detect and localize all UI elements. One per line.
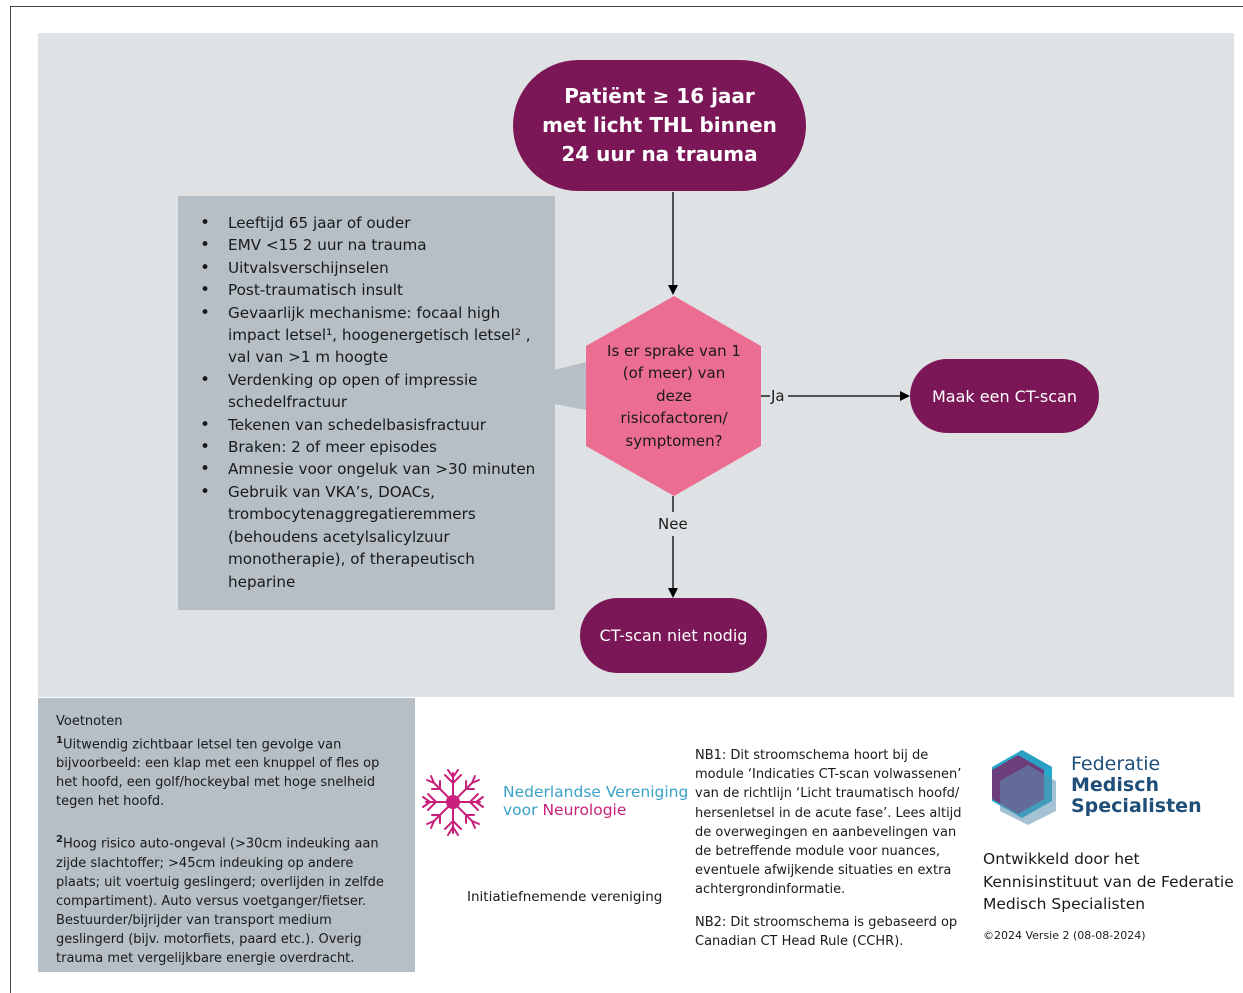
- edge-label-no: Nee: [658, 515, 688, 533]
- developed-by-text: Ontwikkeld door het Kennisinstituut van …: [983, 850, 1234, 913]
- frame-line-left: [10, 6, 11, 993]
- decision-hexagon: [586, 296, 761, 496]
- edge-label-yes: Ja: [771, 387, 785, 405]
- nvn-caption: Initiatiefnemende vereniging: [467, 889, 663, 905]
- footnote-2-marker: 2: [56, 834, 63, 846]
- nvn-neuron-logo-icon: [422, 769, 484, 836]
- nvn-name-line2: voor Neurologie: [503, 801, 688, 819]
- footnote-1-marker: 1: [56, 735, 63, 746]
- nvn-logo-text: Nederlandse Vereniging voor Neurologie: [503, 783, 688, 819]
- risk-factors-box: Leeftijd 65 jaar of ouder EMV <15 2 uur …: [178, 196, 555, 610]
- nvn-name-line2-b: Neurologie: [542, 801, 627, 819]
- risk-factor-item: Braken: 2 of meer episodes: [200, 436, 543, 459]
- copyright-text: ©2024 Versie 2 (08-08-2024): [983, 929, 1146, 942]
- risk-factors-list: Leeftijd 65 jaar of ouder EMV <15 2 uur …: [200, 212, 543, 593]
- risk-factor-item: Gevaarlijk mechanisme: focaal high impac…: [200, 302, 543, 369]
- nvn-name-line1: Nederlandse Vereniging: [503, 783, 689, 801]
- footnote-2: 2Hoog risico auto-ongeval (>30cm indeuki…: [56, 830, 397, 967]
- footnotes-box: Voetnoten 1Uitwendig zichtbaar letsel te…: [38, 698, 415, 972]
- note-nb1: NB1: Dit stroomschema hoort bij de modul…: [695, 748, 962, 898]
- risk-factor-item: Tekenen van schedelbasisfractuur: [200, 414, 543, 437]
- fms-logo-text: Federatie Medisch Specialisten: [1071, 754, 1202, 817]
- risk-factor-item: Uitvalsverschijnselen: [200, 257, 543, 280]
- fms-hexagon-logo-icon: [992, 750, 1056, 825]
- outcome-no-ct-scan: CT-scan niet nodig: [580, 598, 767, 673]
- risk-factor-item: Leeftijd 65 jaar of ouder: [200, 212, 543, 235]
- decision-node-label: Is er sprake van 1 (of meer) van deze ri…: [607, 342, 741, 450]
- frame-line-top: [10, 6, 1243, 7]
- risk-factor-item: Gebruik van VKA’s, DOACs, trombocytenagg…: [200, 481, 543, 593]
- start-node: Patiënt ≥ 16 jaar met licht THL binnen 2…: [513, 60, 806, 191]
- footnote-2-text: Hoog risico auto-ongeval (>30cm indeukin…: [56, 836, 384, 966]
- risk-factor-item: Post-traumatisch insult: [200, 279, 543, 302]
- fms-name-line3: Specialisten: [1071, 795, 1202, 817]
- footnote-1-text: Uitwendig zichtbaar letsel ten gevolge v…: [56, 737, 380, 810]
- note-nb2: NB2: Dit stroomschema is gebaseerd op Ca…: [695, 915, 958, 950]
- callout-pointer: [554, 362, 586, 410]
- risk-factor-item: Amnesie voor ongeluk van >30 minuten: [200, 458, 543, 481]
- fms-name-line2: Medisch: [1071, 774, 1160, 796]
- nvn-name-line2-a: voor: [503, 801, 543, 819]
- fms-name-line1: Federatie: [1071, 753, 1161, 775]
- footnote-1: 1Uitwendig zichtbaar letsel ten gevolge …: [56, 731, 397, 811]
- risk-factor-item: Verdenking op open of impressie schedelf…: [200, 369, 543, 414]
- footnotes-title: Voetnoten: [56, 714, 123, 729]
- risk-factor-item: EMV <15 2 uur na trauma: [200, 234, 543, 257]
- outcome-ct-scan: Maak een CT-scan: [910, 359, 1099, 433]
